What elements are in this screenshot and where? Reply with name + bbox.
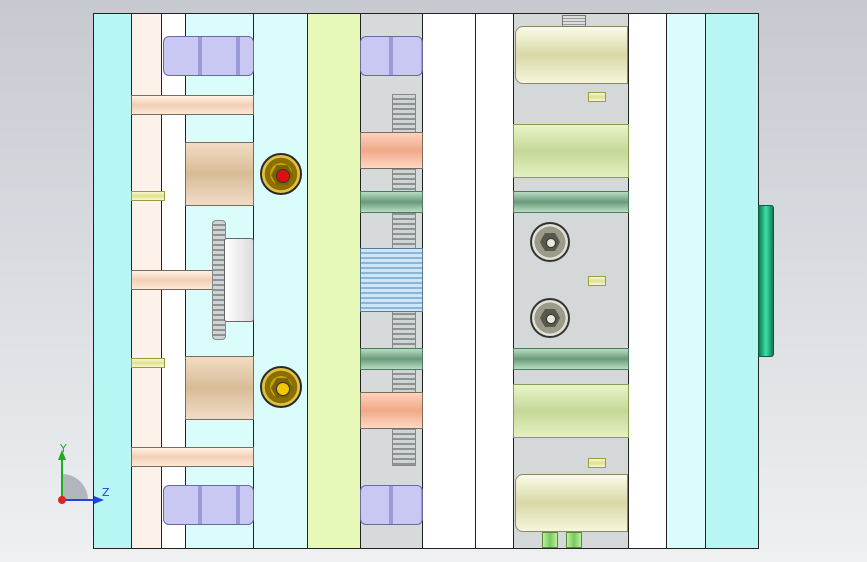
parting-plate-a[interactable]: [422, 13, 476, 549]
parting-plate-b[interactable]: [475, 13, 514, 549]
fixed-clamp-plate[interactable]: [705, 13, 759, 549]
support-pillar-2[interactable]: [185, 356, 254, 420]
stop-button-bottom-left[interactable]: [163, 485, 254, 525]
fixed-pin-2[interactable]: [588, 276, 606, 286]
return-pin-3[interactable]: [131, 447, 254, 467]
cooling-pipe-1-left[interactable]: [360, 191, 423, 213]
ejector-pin-1[interactable]: [131, 191, 165, 201]
cavity-insert-blue[interactable]: [360, 248, 423, 312]
fixed-backing-plate[interactable]: [666, 13, 706, 549]
coordinate-triad-icon: Y Z: [48, 438, 118, 508]
guide-bushing-bottom[interactable]: [515, 474, 628, 532]
cooling-pipe-2-left[interactable]: [360, 348, 423, 370]
triad-y-label: Y: [60, 442, 67, 455]
screw-upper-icon[interactable]: [530, 222, 570, 262]
stop-button-top-left[interactable]: [163, 36, 254, 76]
return-pin-1[interactable]: [131, 95, 254, 115]
guide-pillar-lower[interactable]: [513, 384, 629, 438]
ejector-pin-2[interactable]: [131, 358, 165, 368]
guide-pillar-upper[interactable]: [513, 124, 629, 178]
gear-hub[interactable]: [224, 238, 254, 322]
cooling-pipe-1-right[interactable]: [513, 191, 629, 213]
fixed-pin-1[interactable]: [588, 92, 606, 102]
bottom-pin-green-2[interactable]: [566, 532, 582, 548]
locating-ring[interactable]: [758, 205, 774, 357]
guide-bushing-top[interactable]: [515, 26, 628, 84]
screw-lower-icon[interactable]: [530, 298, 570, 338]
triad-z-label: Z: [102, 486, 110, 499]
stop-button-top-mid[interactable]: [360, 36, 423, 76]
salmon-core-2[interactable]: [360, 392, 423, 429]
sprue-cap[interactable]: [562, 15, 586, 27]
triad-graphic: [58, 450, 104, 504]
bolt-red-icon[interactable]: [260, 153, 302, 195]
fixed-pin-3[interactable]: [588, 458, 606, 468]
moving-clamp-plate[interactable]: [93, 13, 132, 549]
stop-button-bottom-mid[interactable]: [360, 485, 423, 525]
support-pillar-1[interactable]: [185, 142, 254, 206]
bolt-yellow-icon[interactable]: [260, 366, 302, 408]
support-plate[interactable]: [253, 13, 308, 549]
fixed-cavity-plate[interactable]: [513, 13, 629, 549]
cooling-pipe-2-right[interactable]: [513, 348, 629, 370]
salmon-core-1[interactable]: [360, 132, 423, 169]
runner-plate[interactable]: [628, 13, 667, 549]
bottom-pin-green-1[interactable]: [542, 532, 558, 548]
stripper-plate[interactable]: [307, 13, 361, 549]
